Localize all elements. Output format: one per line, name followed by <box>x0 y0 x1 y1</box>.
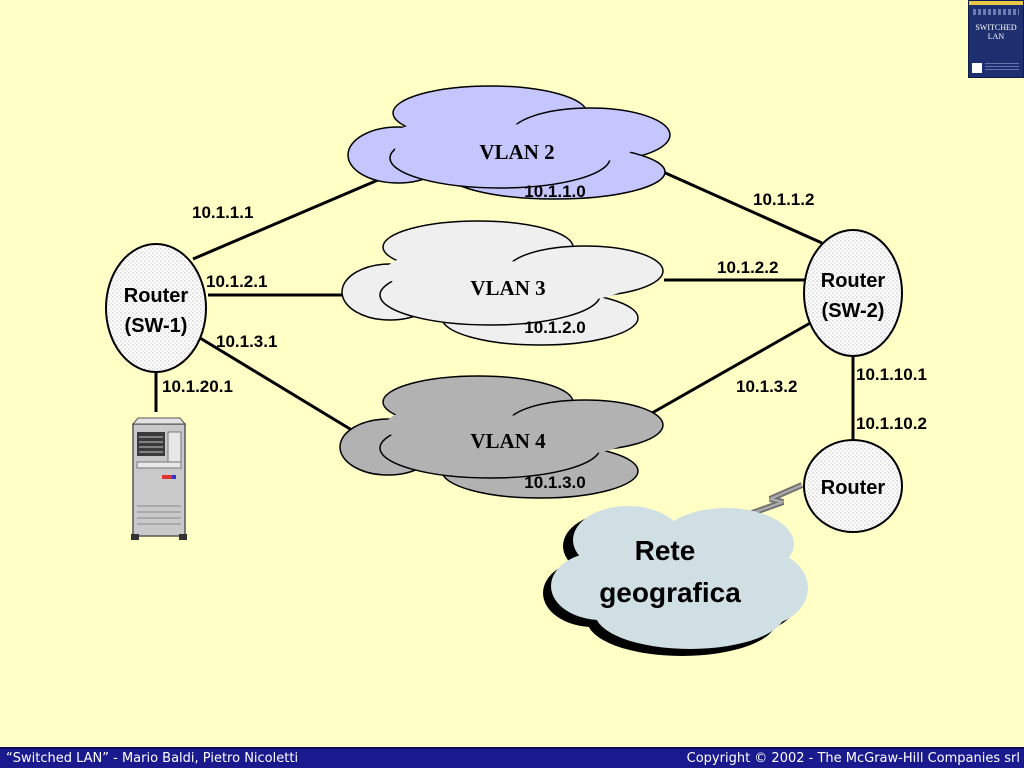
addr-sw1-server: 10.1.20.1 <box>162 377 233 396</box>
router-sw1-line1: Router <box>124 285 189 307</box>
vlan4-label: VLAN 4 <box>470 429 546 453</box>
router-sw1: Router (SW-1) <box>105 243 207 373</box>
addr-sw2-vlan4: 10.1.3.2 <box>736 377 797 396</box>
router-sw2-line1: Router <box>821 270 886 292</box>
vlan2-network: 10.1.1.0 <box>524 182 585 201</box>
cloud-wan: Rete geografica <box>543 506 808 656</box>
addr-sw1-vlan2: 10.1.1.1 <box>192 203 253 222</box>
wan-label-line1: Rete <box>635 535 696 566</box>
cloud-vlan3: VLAN 3 10.1.2.0 <box>341 220 664 346</box>
addr-edge-sw2: 10.1.10.2 <box>856 414 927 433</box>
wan-label-line2: geografica <box>599 577 741 608</box>
links <box>154 165 855 524</box>
addr-sw2-edge: 10.1.10.1 <box>856 365 927 384</box>
book-cover-thumbnail: SWITCHED LAN <box>968 0 1024 78</box>
router-edge-label: Router <box>821 477 886 499</box>
router-sw1-line2: (SW-1) <box>125 315 188 337</box>
address-labels: 10.1.1.1 10.1.2.1 10.1.3.1 10.1.20.1 10.… <box>162 190 927 433</box>
footer-bar: “Switched LAN” - Mario Baldi, Pietro Nic… <box>0 747 1024 768</box>
vlan3-label: VLAN 3 <box>470 276 545 300</box>
addr-sw1-vlan4: 10.1.3.1 <box>216 332 277 351</box>
link-vlan4-sw2 <box>651 320 813 415</box>
vlan4-network: 10.1.3.0 <box>524 473 585 492</box>
cloud-vlan2: VLAN 2 10.1.1.0 <box>347 85 671 201</box>
router-edge: Router <box>803 439 903 533</box>
addr-sw2-vlan3: 10.1.2.2 <box>717 258 778 277</box>
server-icon <box>131 417 187 540</box>
addr-sw2-vlan2: 10.1.1.2 <box>753 190 814 209</box>
link-sw1-vlan2 <box>192 178 379 261</box>
footer-copyright: Copyright © 2002 - The McGraw-Hill Compa… <box>686 751 1020 766</box>
footer-credit: “Switched LAN” - Mario Baldi, Pietro Nic… <box>6 751 299 766</box>
link-vlan2-sw2 <box>651 165 823 245</box>
cloud-vlan4: VLAN 4 10.1.3.0 <box>339 375 664 499</box>
router-sw2-line2: (SW-2) <box>822 300 885 322</box>
router-sw2: Router (SW-2) <box>803 229 903 357</box>
publisher-logo <box>972 63 982 73</box>
vlan2-label: VLAN 2 <box>479 140 554 164</box>
link-sw1-vlan4 <box>199 336 356 434</box>
vlan3-network: 10.1.2.0 <box>524 318 585 337</box>
addr-sw1-vlan3: 10.1.2.1 <box>206 272 267 291</box>
book-cover-title: SWITCHED LAN <box>975 23 1017 41</box>
